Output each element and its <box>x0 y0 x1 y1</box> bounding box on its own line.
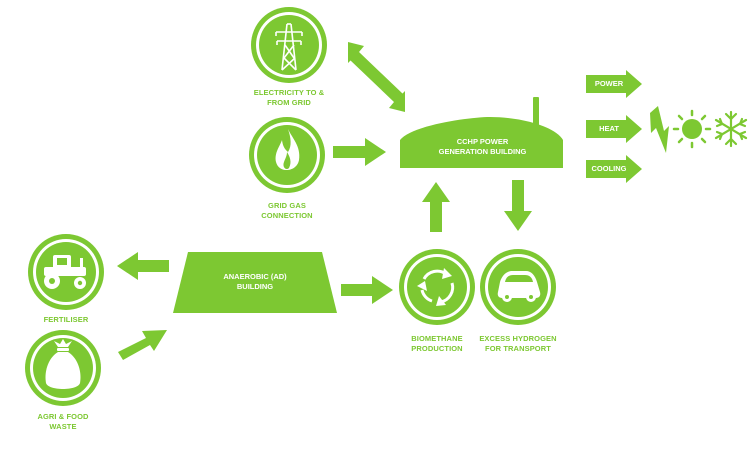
grid-label-line2: FROM GRID <box>267 98 311 107</box>
biomethane-label-line1: BIOMETHANE <box>411 334 463 343</box>
hydrogen-label: EXCESS HYDROGEN FOR TRANSPORT <box>468 334 568 354</box>
heat-label: HEAT <box>586 124 632 134</box>
biomethane-label-line2: PRODUCTION <box>411 344 463 353</box>
cchp-label-line2: GENERATION BUILDING <box>438 147 527 156</box>
grid-label-line1: ELECTRICITY TO & <box>253 88 325 97</box>
power-label-text: POWER <box>594 79 624 88</box>
ad-label-line2: BUILDING <box>236 282 274 291</box>
flame-icon <box>275 129 300 171</box>
grid-circle <box>251 7 327 83</box>
sack-icon <box>45 339 81 389</box>
recycle-arrowheads <box>417 268 452 306</box>
grid-label: ELECTRICITY TO & FROM GRID <box>244 88 334 108</box>
hydrogen-label-line1: EXCESS HYDROGEN <box>479 334 557 343</box>
gas-label-line1: GRID GAS <box>268 201 306 210</box>
gas-to-cchp-arrow <box>333 138 386 166</box>
heat-label-text: HEAT <box>599 124 619 133</box>
gas-label: GRID GAS CONNECTION <box>242 201 332 221</box>
lightning-icon <box>650 106 669 153</box>
cooling-arrow <box>586 155 642 183</box>
biomethane-to-cchp-arrow <box>422 182 450 232</box>
ad-to-biomethane-arrow <box>341 276 393 304</box>
power-label: POWER <box>586 79 632 89</box>
waste-label-line2: WASTE <box>49 422 77 431</box>
sun-icon <box>672 109 712 149</box>
car-icon <box>497 271 541 302</box>
ad-label-line1: ANAEROBIC (AD) <box>223 272 287 281</box>
heat-arrow <box>586 115 642 143</box>
fertiliser-label-text: FERTILISER <box>43 315 89 324</box>
waste-to-ad-arrow <box>118 330 167 360</box>
cooling-label: COOLING <box>586 164 632 174</box>
ad-building <box>173 252 337 313</box>
cooling-label-text: COOLING <box>591 164 627 173</box>
grid-cchp-two-way-arrow <box>348 42 405 112</box>
fertiliser-label: FERTILISER <box>21 315 111 325</box>
biomethane-label: BIOMETHANE PRODUCTION <box>392 334 482 354</box>
power-arrow <box>586 70 642 98</box>
ad-to-fertiliser-arrow <box>117 252 169 280</box>
waste-label: AGRI & FOOD WASTE <box>18 412 108 432</box>
waste-label-line1: AGRI & FOOD <box>37 412 89 421</box>
cchp-label-line1: CCHP POWER <box>456 137 509 146</box>
snowflake-icon <box>714 110 748 148</box>
cchp-to-hydrogen-arrow <box>504 180 532 231</box>
pylon-icon <box>275 23 303 71</box>
cchp-building <box>400 97 563 168</box>
tractor-icon <box>44 255 86 289</box>
gas-label-line2: CONNECTION <box>261 211 313 220</box>
ad-label: ANAEROBIC (AD) BUILDING <box>190 272 320 292</box>
cchp-label: CCHP POWER GENERATION BUILDING <box>410 137 555 157</box>
biomethane-circle <box>399 249 475 325</box>
hydrogen-label-line2: FOR TRANSPORT <box>485 344 551 353</box>
